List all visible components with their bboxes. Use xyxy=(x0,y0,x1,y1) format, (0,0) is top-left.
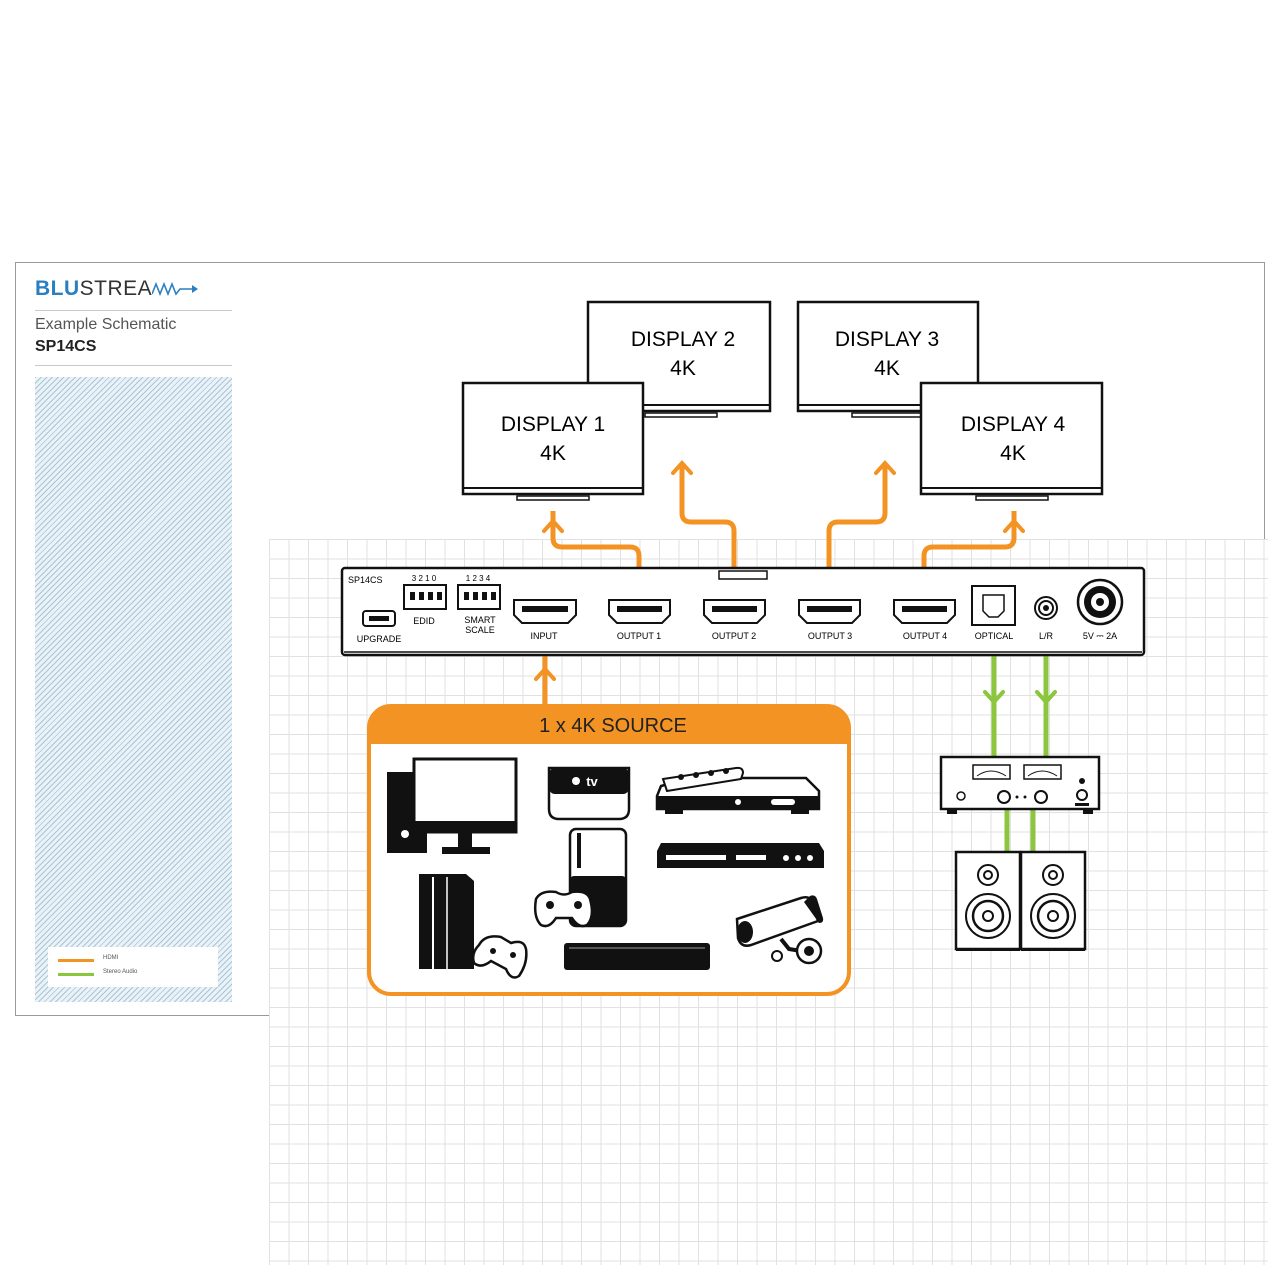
blustream-logo: BLUSTREA xyxy=(35,277,199,301)
header-rule xyxy=(35,310,232,311)
sp14cs-splitter: SP14CS UPGRADE 3 2 1 0 EDID 1 2 3 4 SMAR… xyxy=(340,566,1146,657)
legend: HDMI Stereo Audio xyxy=(48,947,218,987)
page-title: SP14CS xyxy=(35,338,97,355)
hdmi-arrowheads xyxy=(534,460,1025,681)
apple-tv-icon: tv xyxy=(547,766,631,821)
display-2-name: DISPLAY 2 xyxy=(631,328,735,351)
lr-port-label: L/R xyxy=(1039,631,1054,641)
legend-swatch-audio xyxy=(58,973,94,976)
device-model-label: SP14CS xyxy=(348,575,383,585)
optical-port-label: OPTICAL xyxy=(975,631,1014,641)
playstation-controller-icon xyxy=(471,935,528,979)
output3-port-label: OUTPUT 3 xyxy=(808,631,852,641)
upgrade-label: UPGRADE xyxy=(357,634,402,644)
schematic-diagram: DISPLAY 2 4K DISPLAY 3 4K DISPLAY 1 4K D… xyxy=(340,300,1146,996)
edid-label: EDID xyxy=(413,616,435,626)
display-4: DISPLAY 4 4K xyxy=(919,381,1104,501)
playstation-console-icon xyxy=(419,874,474,969)
arrow-up-input-icon xyxy=(534,666,556,681)
header-rule-bottom xyxy=(35,365,232,366)
set-top-box-icon xyxy=(655,766,821,814)
right-speaker-icon xyxy=(1019,850,1087,951)
page-subtitle: Example Schematic xyxy=(35,316,177,333)
display-2-resolution: 4K xyxy=(670,357,696,380)
smart-label: SMART xyxy=(464,615,496,625)
arrow-up-display1-icon xyxy=(542,518,564,533)
hdmi-output3-port-icon xyxy=(798,599,861,624)
arrow-down-lr-icon xyxy=(1035,690,1057,705)
display-4-name: DISPLAY 4 xyxy=(961,413,1066,436)
arrow-down-optical-icon xyxy=(983,690,1005,705)
cctv-camera-icon xyxy=(735,895,824,965)
bluray-player-icon xyxy=(657,843,824,868)
display-3-resolution: 4K xyxy=(874,357,900,380)
audio-arrowheads xyxy=(983,690,1057,705)
optical-port-icon xyxy=(971,585,1016,626)
arrow-up-display3-icon xyxy=(874,460,896,475)
display-1-name: DISPLAY 1 xyxy=(501,413,605,436)
source-group: 1 x 4K SOURCE tv xyxy=(367,704,851,996)
power-connector-icon xyxy=(1076,578,1124,626)
stereo-amplifier-icon xyxy=(939,755,1101,814)
smart-scale-dip-numbers: 1 2 3 4 xyxy=(466,574,491,583)
left-speaker-icon xyxy=(954,850,1022,951)
hatched-panel xyxy=(35,377,232,1002)
display-1: DISPLAY 1 4K xyxy=(461,381,645,501)
edid-dip-numbers: 3 2 1 0 xyxy=(412,574,437,583)
source-title: 1 x 4K SOURCE xyxy=(539,715,687,737)
display-1-resolution: 4K xyxy=(540,442,566,465)
logo-wave-icon xyxy=(151,282,199,297)
output4-port-label: OUTPUT 4 xyxy=(903,631,947,641)
sidebar: BLUSTREA Example Schematic SP14CS HDMI S… xyxy=(16,263,254,1015)
input-port-label: INPUT xyxy=(531,631,559,641)
hdmi-cable-output4 xyxy=(921,511,1017,601)
hdmi-cable-output3 xyxy=(826,466,888,601)
lr-audio-jack-icon xyxy=(1034,596,1058,620)
display-2: DISPLAY 2 4K xyxy=(586,300,772,418)
hdmi-cable-output1 xyxy=(550,511,642,601)
display-3-name: DISPLAY 3 xyxy=(835,328,939,351)
apple-tv-label: tv xyxy=(586,774,598,789)
xbox-controller-icon xyxy=(533,890,594,928)
hdmi-output2-port-icon xyxy=(703,599,766,624)
schematic-frame: BLUSTREA Example Schematic SP14CS HDMI S… xyxy=(15,262,1268,1265)
output2-port-label: OUTPUT 2 xyxy=(712,631,756,641)
display-4-resolution: 4K xyxy=(1000,442,1026,465)
arrow-up-display4-icon xyxy=(1003,518,1025,533)
power-label: 5V ⎓ 2A xyxy=(1083,631,1117,641)
hdmi-input-port-icon xyxy=(513,599,577,624)
arrow-up-display2-icon xyxy=(671,460,693,475)
scale-label: SCALE xyxy=(465,625,495,635)
legend-swatch-hdmi xyxy=(58,959,94,962)
soundbar-icon xyxy=(564,943,710,970)
pc-tower-monitor-icon xyxy=(387,757,518,854)
hdmi-output4-port-icon xyxy=(893,599,956,624)
output1-port-label: OUTPUT 1 xyxy=(617,631,661,641)
hdmi-cable-output2 xyxy=(679,466,737,601)
hdmi-output1-port-icon xyxy=(608,599,671,624)
